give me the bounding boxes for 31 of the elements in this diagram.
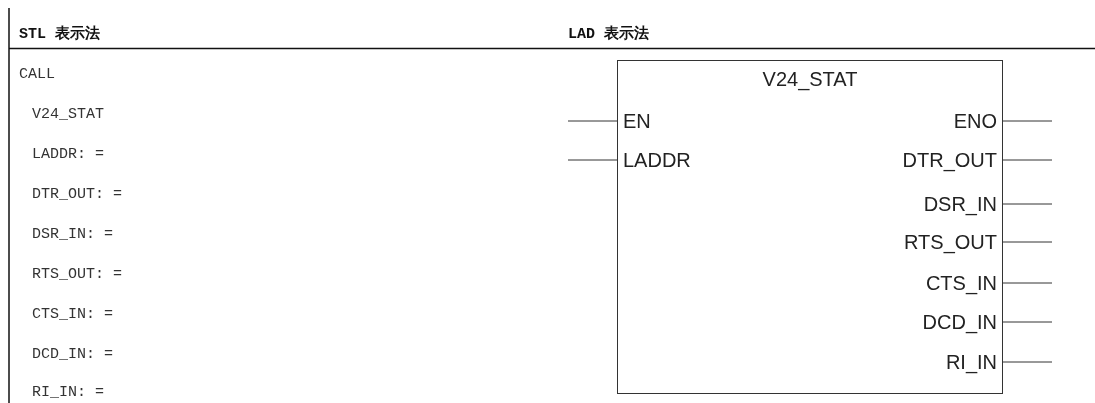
- pin-label: ENO: [953, 109, 1002, 133]
- connection-line: [1001, 120, 1053, 122]
- connection-line: [1001, 159, 1053, 161]
- connection-line: [1001, 361, 1053, 363]
- connection-line: [1001, 282, 1053, 284]
- connection-line: [1001, 241, 1053, 243]
- connection-line: [1001, 321, 1053, 323]
- connection-line: [567, 120, 619, 122]
- column-header: STL 表示法: [19, 24, 100, 43]
- code-line: DCD_IN: =: [32, 346, 113, 364]
- pin-label: DCD_IN: [922, 310, 1002, 334]
- code-line: CALL: [19, 66, 55, 84]
- connection-line: [1001, 203, 1053, 205]
- function-block: [617, 60, 1003, 394]
- pin-label: DSR_IN: [923, 192, 1002, 216]
- pin-label: RI_IN: [945, 350, 1002, 374]
- column-header: LAD 表示法: [568, 24, 649, 43]
- pin-label: RTS_OUT: [904, 230, 1002, 254]
- pin-label: DTR_OUT: [902, 148, 1002, 172]
- connection-line: [567, 159, 619, 161]
- code-line: RI_IN: =: [32, 384, 104, 402]
- pin-label: CTS_IN: [925, 271, 1002, 295]
- code-line: DSR_IN: =: [32, 226, 113, 244]
- code-line: V24_STAT: [32, 106, 104, 124]
- pin-label: EN: [618, 109, 651, 133]
- block-title: V24_STAT: [761, 67, 859, 91]
- code-line: LADDR: =: [32, 146, 104, 164]
- code-line: CTS_IN: =: [32, 306, 113, 324]
- code-line: DTR_OUT: =: [32, 186, 122, 204]
- code-line: RTS_OUT: =: [32, 266, 122, 284]
- pin-label: LADDR: [618, 148, 691, 172]
